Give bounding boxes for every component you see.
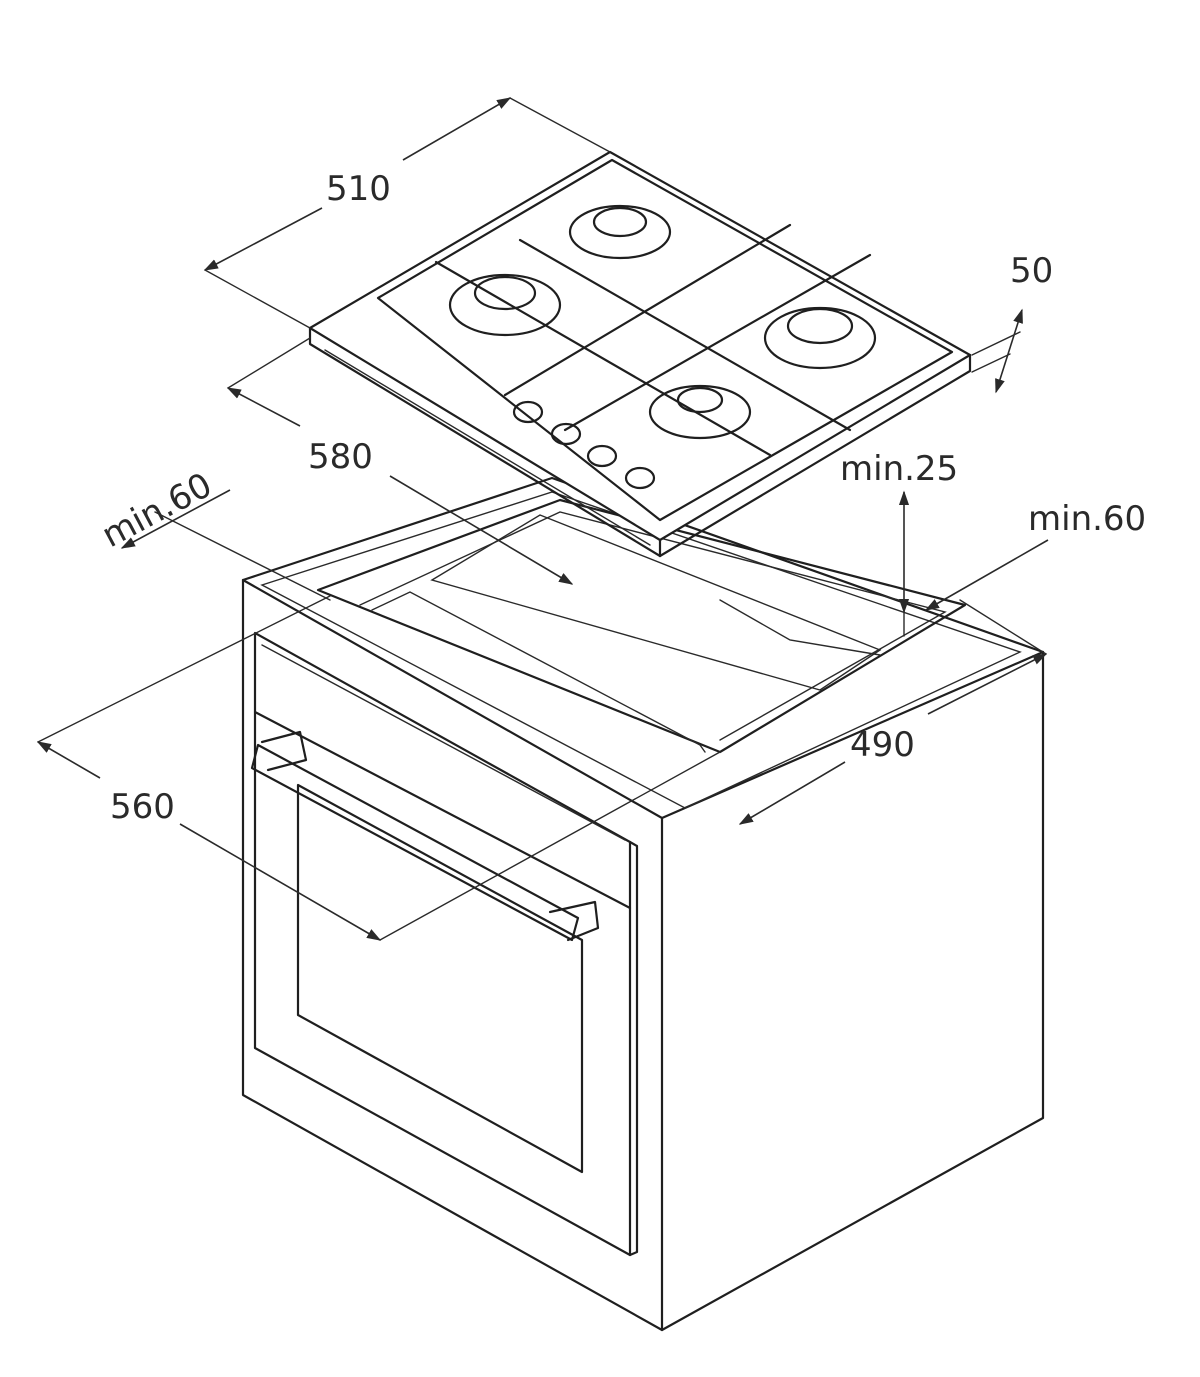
burner-front-left <box>448 273 562 337</box>
ext-line-560-left <box>37 595 331 743</box>
dim-line-min60-left <box>120 489 231 549</box>
ext-line-560-right <box>379 751 721 941</box>
dim-line-560-a <box>36 741 101 779</box>
label-560: 560 <box>110 787 175 827</box>
dim-line-510-b <box>402 97 512 161</box>
oven-door-frame <box>253 710 632 1257</box>
cabinet-top-edge <box>241 476 1045 654</box>
gas-hob <box>308 150 972 558</box>
burner-rear-left <box>568 204 672 260</box>
pan-support-bar-cross <box>503 223 792 397</box>
oven-handle-bracket-right <box>548 900 600 942</box>
cabinet-side-face <box>660 650 1045 1332</box>
label-50: 50 <box>1010 251 1053 291</box>
label-490: 490 <box>850 725 915 765</box>
recess-panel-left <box>371 591 706 753</box>
label-min60-left: min.60 <box>95 465 218 556</box>
dim-line-490-b <box>738 761 846 825</box>
label-510: 510 <box>326 169 391 209</box>
oven-control-panel <box>253 631 632 910</box>
dim-line-580-b <box>389 475 574 585</box>
label-min60-right: min.60 <box>1028 499 1146 539</box>
built-in-oven <box>250 631 639 1257</box>
hob-underside <box>324 349 651 546</box>
hob-right-edge <box>658 353 972 558</box>
recess-panel-right <box>719 599 881 656</box>
cabinet-top-rim <box>260 491 1022 809</box>
pan-support-bar-long-2 <box>434 260 772 457</box>
recess-panel-center <box>430 514 882 691</box>
dim-line-490-a <box>927 653 1048 715</box>
label-580: 580 <box>308 437 373 477</box>
dim-line-min60-right <box>924 539 1049 611</box>
dim-line-50 <box>995 308 1023 394</box>
oven-window <box>296 783 584 1174</box>
control-knobs <box>512 400 656 490</box>
cutout-inner-ledge <box>359 511 947 741</box>
ext-line-490 <box>959 599 1047 655</box>
pan-support-bar-cross-2 <box>563 253 872 432</box>
ext-line-510-right <box>509 97 611 153</box>
ext-line-min60-left <box>154 511 331 601</box>
ext-line-50-bottom <box>971 353 1011 373</box>
pan-support-bar-long <box>518 238 852 432</box>
knob-1 <box>512 400 544 424</box>
ext-line-510-left <box>204 269 311 329</box>
oven-door-side <box>628 840 639 1257</box>
dim-line-560-b <box>179 823 382 941</box>
dim-line-580-a <box>226 387 301 427</box>
oven-panel-line <box>261 644 626 841</box>
cabinet <box>241 476 1045 1332</box>
oven-handle-bracket-left <box>260 730 308 772</box>
worktop-cutout <box>316 498 967 754</box>
burner-rear-right <box>763 306 877 370</box>
knob-2 <box>550 422 582 446</box>
burner-front-right <box>648 384 752 440</box>
ext-line-50-top <box>971 331 1021 356</box>
dim-line-510-a <box>203 207 323 271</box>
knob-4 <box>624 466 656 490</box>
label-min25: min.25 <box>840 449 958 489</box>
ext-line-580-left <box>227 337 311 389</box>
hob-front-edge <box>308 326 662 558</box>
oven-handle <box>250 743 580 942</box>
pan-support-frame <box>376 158 954 522</box>
dimension-lines <box>36 97 1049 941</box>
knob-3 <box>586 444 618 468</box>
